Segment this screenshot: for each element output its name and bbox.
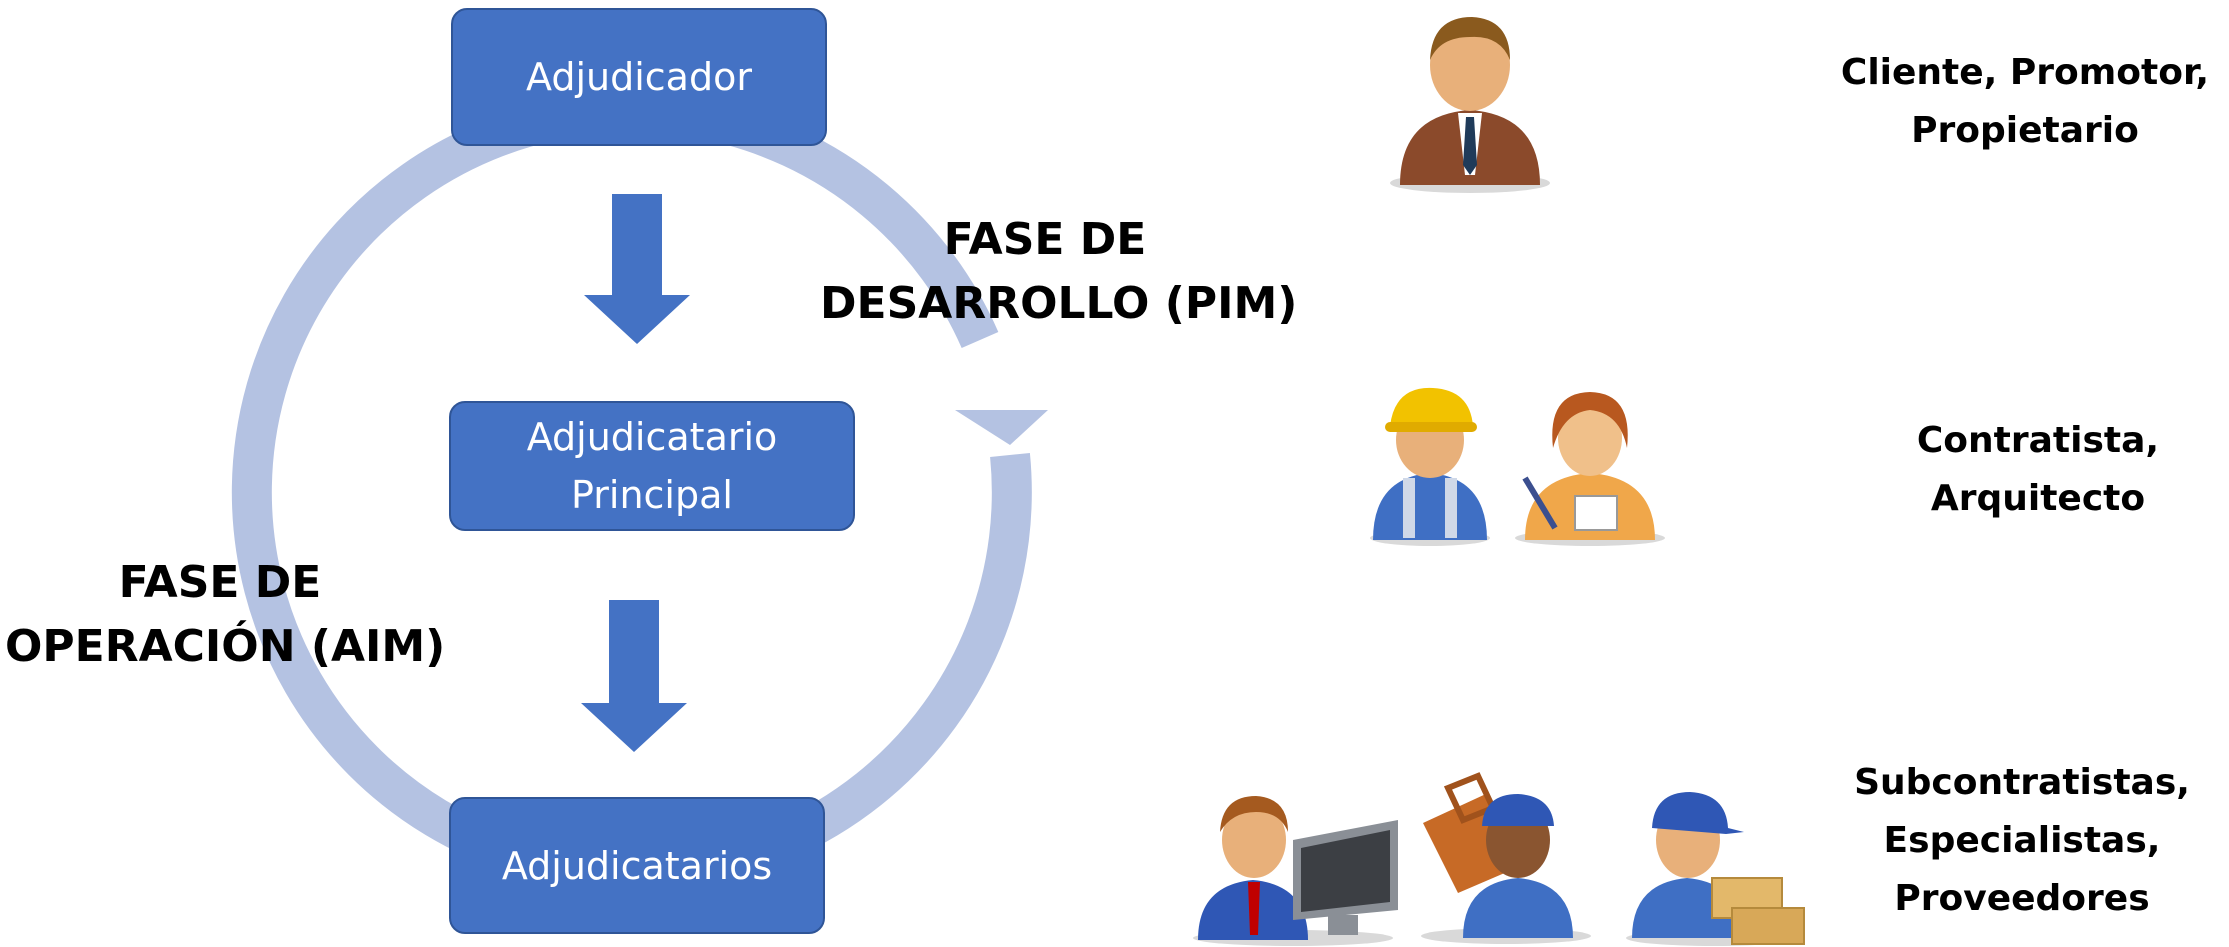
construction-worker-icon [1370,387,1490,546]
role-subcontratistas-label: Subcontratistas, Especialistas, Proveedo… [1854,762,2190,919]
cycle-arrowhead [955,410,1048,445]
adjudicatarios-box: Adjudicatarios [449,797,825,934]
architect-icon [1515,392,1665,546]
down-arrow-2 [581,600,687,752]
role-cliente-label: Cliente, Promotor, Propietario [1840,52,2210,151]
adjudicatario-principal-box: Adjudicatario Principal [449,401,855,531]
delivery-worker-icon [1626,792,1805,946]
adjudicador-label: Adjudicador [526,55,752,99]
principal-label-line1: Adjudicatario [526,415,778,459]
businessman-icon [1390,17,1550,193]
role-contratista-label: Contratista, Arquitecto [1916,420,2160,519]
principal-label-line2: Principal [571,473,733,517]
adjudicatarios-label: Adjudicatarios [501,843,773,888]
fase-operacion-label: FASE DE OPERACIÓN (AIM) [5,557,446,672]
down-arrow-1 [584,194,690,344]
computer-user-icon [1193,796,1398,946]
fase-desarrollo-label: FASE DE DESARROLLO (PIM) [820,214,1298,329]
toolbox-worker-icon [1421,772,1591,944]
adjudicador-box: Adjudicador [451,8,827,146]
